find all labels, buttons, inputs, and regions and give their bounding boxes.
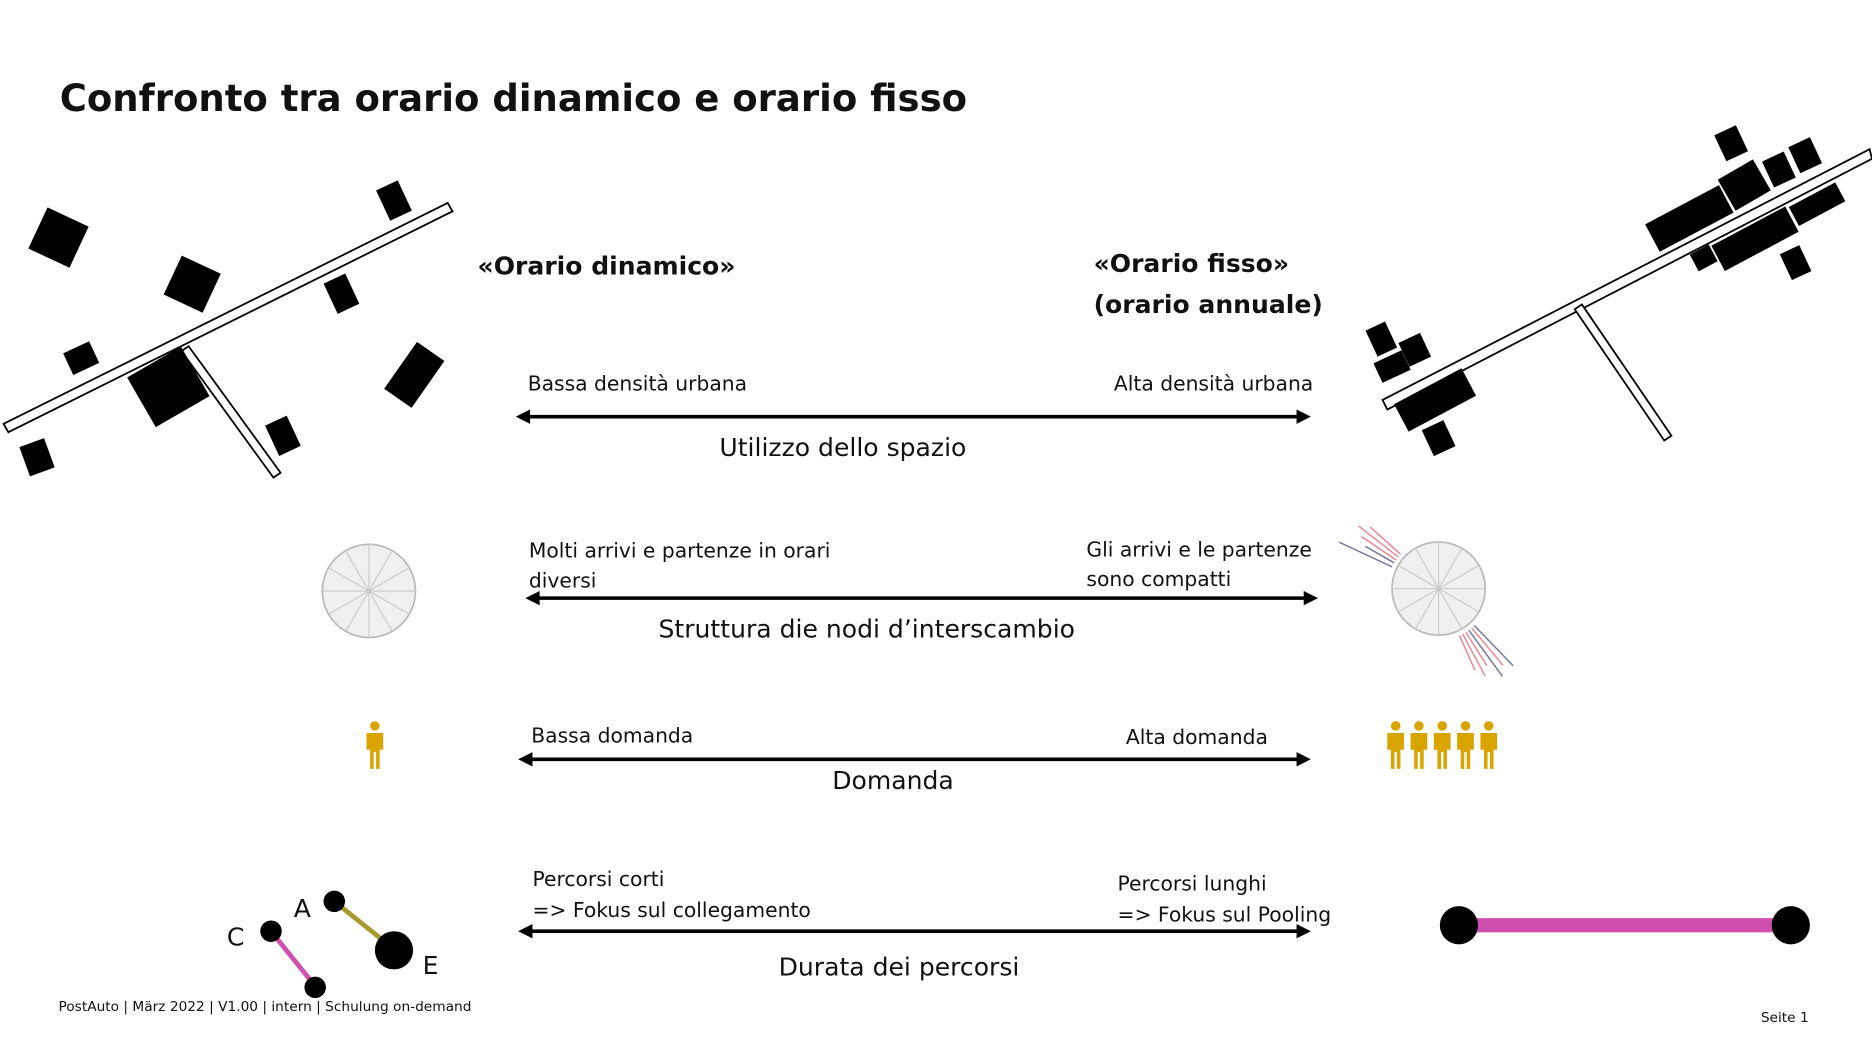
- departure-mark: [1458, 635, 1476, 671]
- person-head: [1390, 721, 1401, 731]
- person-head: [1483, 721, 1494, 731]
- compact-departures-diagram: [1338, 525, 1514, 677]
- row4-right-label-line2: => Fokus sul Pooling: [1117, 903, 1331, 927]
- person-head: [1437, 721, 1447, 731]
- row4-left-label-line1: Percorsi corti: [532, 867, 664, 891]
- departure-mark: [1473, 625, 1514, 667]
- person-body: [1410, 733, 1428, 769]
- departure-mark: [1462, 633, 1486, 677]
- person-head: [1460, 721, 1471, 731]
- group-people-icon: [1387, 721, 1498, 769]
- departure-mark: [1364, 545, 1395, 564]
- stop-a-label: A: [294, 894, 311, 923]
- departure-mark: [1369, 526, 1401, 555]
- row3-right-label: Alta domanda: [1126, 725, 1268, 749]
- departure-mark: [1471, 627, 1504, 666]
- row1-double-arrow: [515, 409, 1311, 424]
- long-route-diagram: [1439, 906, 1810, 945]
- dense-settlement-map: [1365, 125, 1872, 457]
- row2-right-label-line1: Gli arrivi e le partenze: [1086, 537, 1311, 561]
- person-body: [1433, 733, 1451, 769]
- departure-mark: [1358, 525, 1399, 558]
- row1-right-label: Alta densità urbana: [1114, 371, 1313, 395]
- row3-left-label: Bassa domanda: [531, 724, 693, 748]
- person-head: [370, 721, 380, 731]
- rose-spoke: [1414, 588, 1440, 630]
- departure-mark: [1338, 541, 1393, 568]
- person-body: [1480, 733, 1498, 769]
- person-body: [1457, 733, 1474, 769]
- short-routes-diagram: A C E: [227, 890, 439, 999]
- person-body: [366, 733, 384, 769]
- person-body: [1387, 733, 1404, 769]
- row1-axis-label: Utilizzo dello spazio: [719, 433, 966, 462]
- fixed-schedule-subheading: (orario annuale): [1094, 290, 1323, 319]
- rose-spoke: [1438, 588, 1480, 613]
- row3-double-arrow: [518, 752, 1311, 767]
- rose-spoke: [328, 567, 370, 592]
- dispersed-departures-diagram: [321, 543, 417, 639]
- stop-c-label: C: [227, 923, 245, 952]
- row2-left-label-line2: diversi: [529, 568, 597, 592]
- row4-left-label-line2: => Fokus sul collegamento: [532, 898, 810, 922]
- row2-left-label-line1: Molti arrivi e partenze in orari: [529, 539, 831, 563]
- row4-double-arrow: [518, 924, 1311, 939]
- rose-spoke: [368, 550, 393, 592]
- stop-e-label: E: [423, 951, 439, 980]
- footer-text: PostAuto | März 2022 | V1.00 | intern | …: [59, 999, 472, 1015]
- row2-right-label-line2: sono compatti: [1086, 567, 1231, 591]
- row2-axis-label: Struttura die nodi d’interscambio: [659, 615, 1076, 644]
- rose-spoke: [368, 590, 393, 632]
- dynamic-schedule-heading: «Orario dinamico»: [478, 252, 736, 281]
- rose-spoke: [345, 590, 370, 632]
- rose-spoke: [368, 590, 410, 615]
- rose-spoke: [328, 590, 370, 615]
- row3-axis-label: Domanda: [832, 766, 954, 795]
- departure-mark: [1465, 631, 1488, 666]
- rose-spoke: [1438, 547, 1463, 589]
- single-person-icon: [366, 721, 384, 769]
- sparse-settlement-map: [2, 180, 454, 479]
- rose-spoke: [1398, 588, 1439, 613]
- fixed-schedule-heading: «Orario fisso»: [1094, 249, 1289, 278]
- rose-spoke: [368, 567, 410, 592]
- rose-spoke: [1438, 564, 1480, 590]
- slide-title: Confronto tra orario dinamico e orario f…: [60, 77, 967, 120]
- row4-right-label-line1: Percorsi lunghi: [1117, 872, 1266, 896]
- rose-spoke: [1438, 588, 1463, 630]
- rose-spoke: [345, 550, 370, 592]
- departure-mark: [1361, 535, 1397, 561]
- rose-spoke: [1398, 564, 1439, 590]
- row1-left-label: Bassa densità urbana: [528, 371, 747, 395]
- departure-mark: [1468, 629, 1504, 677]
- row2-double-arrow: [525, 590, 1319, 606]
- person-head: [1414, 721, 1424, 731]
- page-number: Seite 1: [1761, 1010, 1809, 1026]
- rose-spoke: [1414, 547, 1440, 589]
- row4-axis-label: Durata dei percorsi: [779, 952, 1020, 981]
